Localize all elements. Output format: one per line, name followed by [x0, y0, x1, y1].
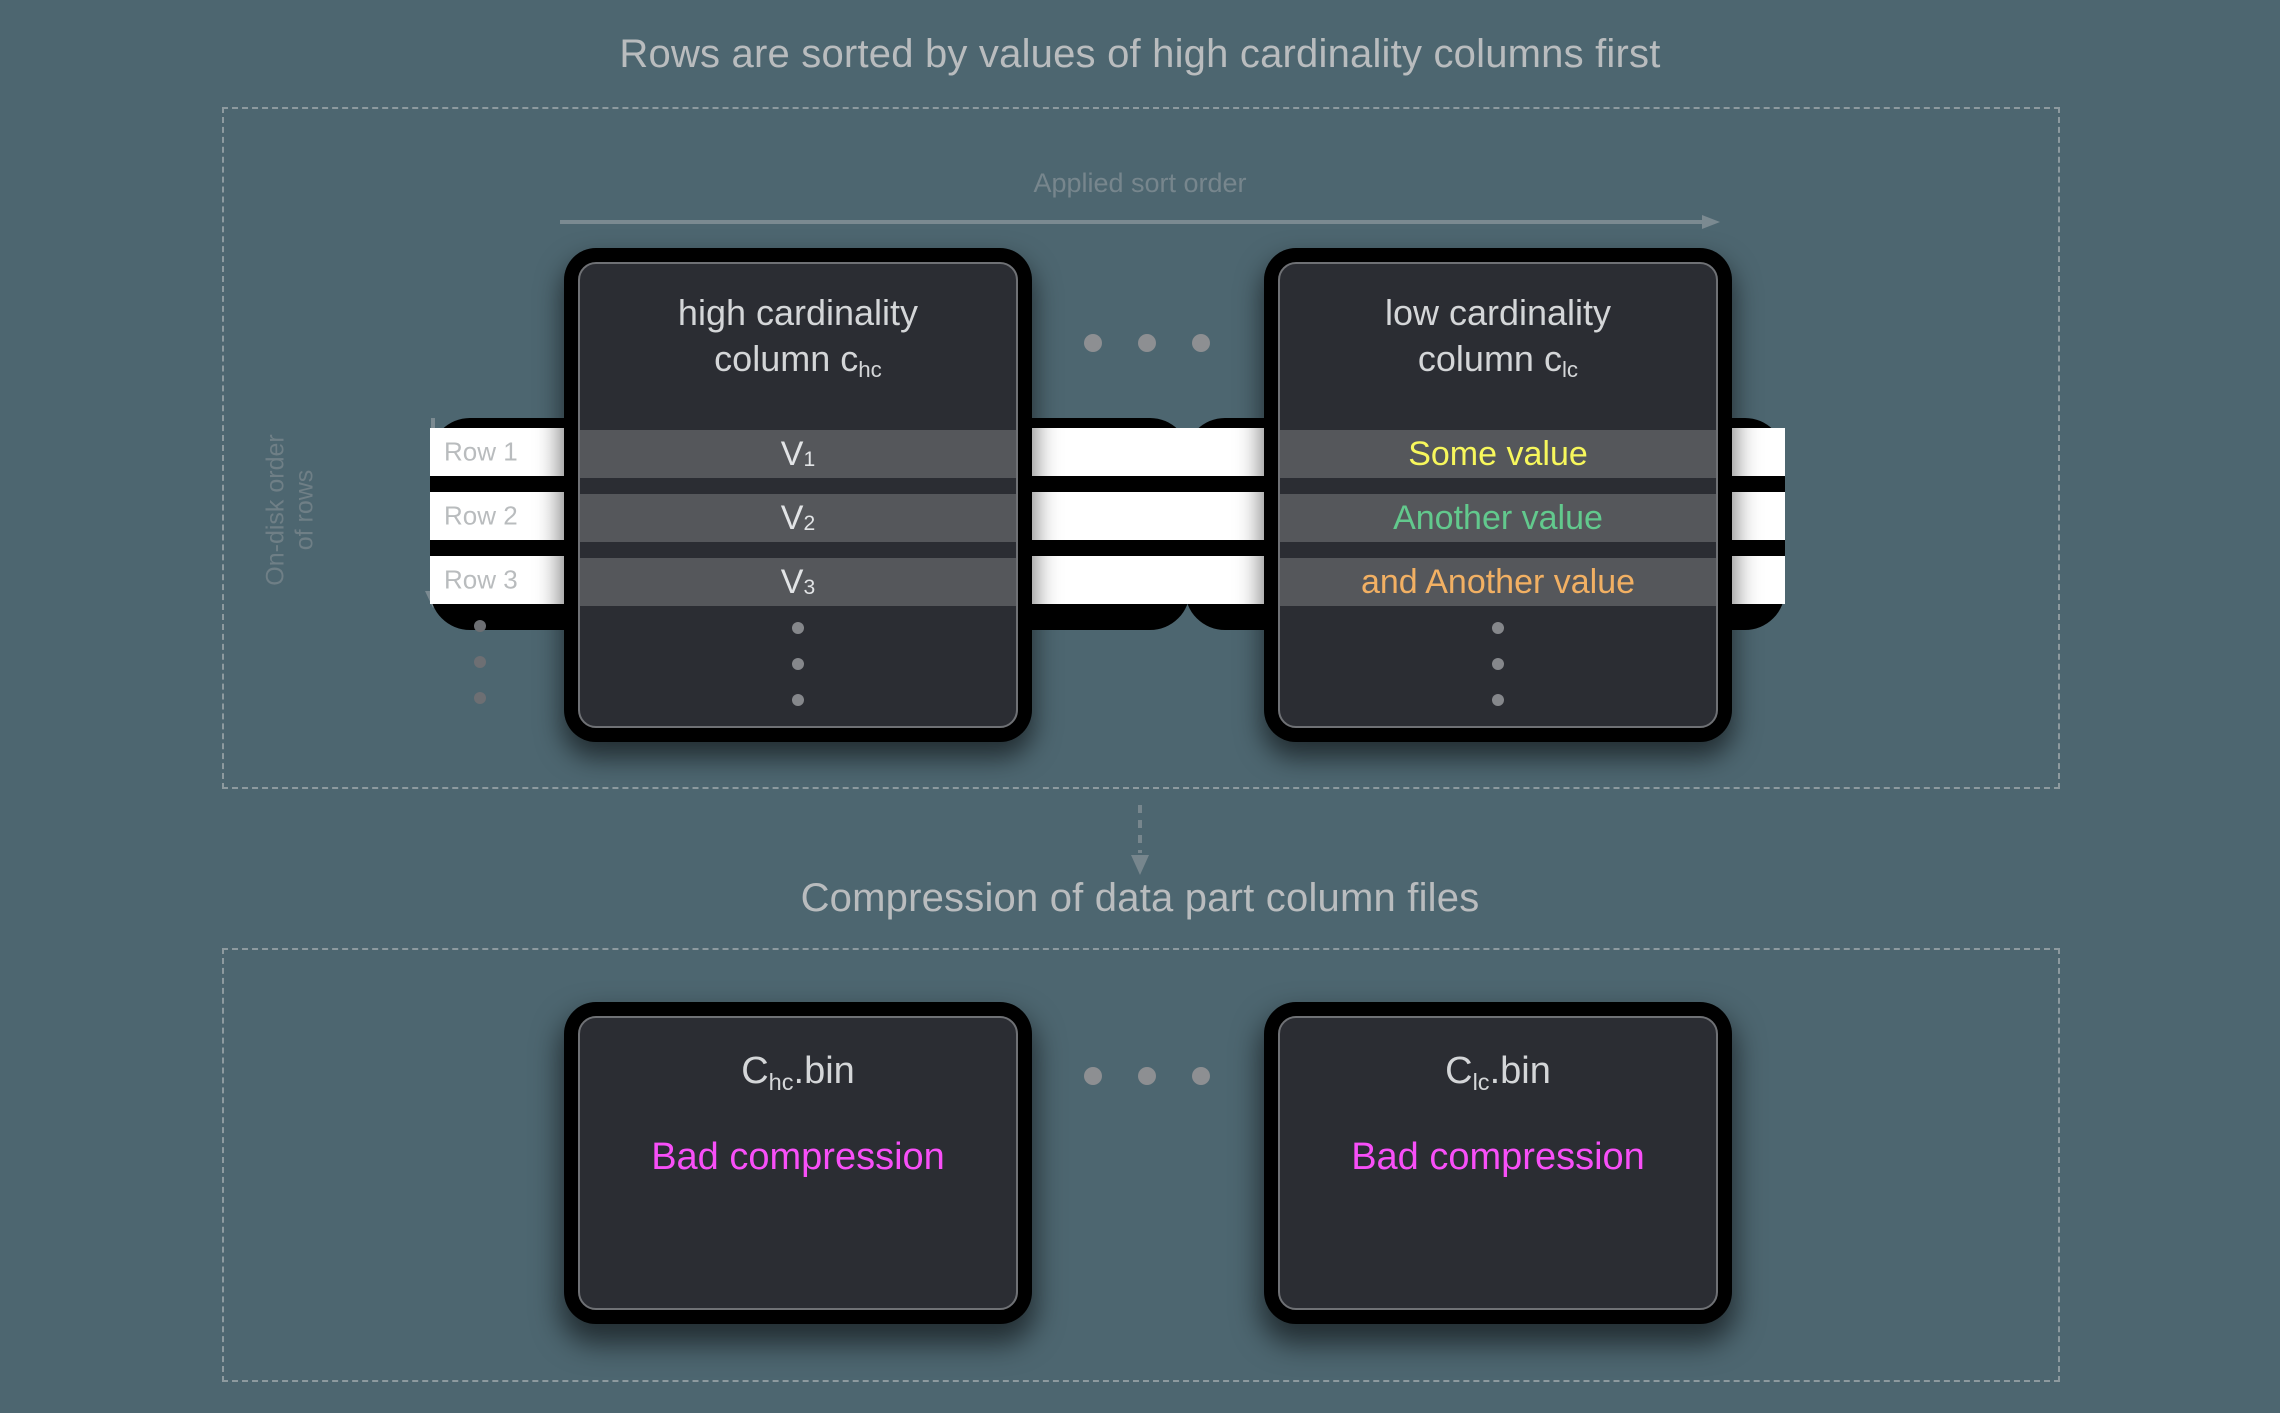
- horizontal-ellipsis-icon-top: [1084, 334, 1210, 352]
- column-vertical-ellipsis-icon: [1492, 622, 1504, 706]
- dot: [474, 692, 486, 704]
- column-card-heading: low cardinality column clc: [1280, 290, 1716, 382]
- dot: [792, 694, 804, 706]
- dot: [474, 620, 486, 632]
- file-name: Clc.bin: [1280, 1050, 1716, 1095]
- column-heading-subscript: lc: [1561, 357, 1579, 383]
- column-cell: Another value: [1280, 494, 1716, 542]
- dot: [1084, 334, 1102, 352]
- column-heading-line2: column chc: [580, 336, 1016, 382]
- on-disk-order-line1: On-disk order: [261, 434, 290, 586]
- applied-sort-order-arrow-icon: [560, 215, 1720, 229]
- row-label: Row 1: [444, 436, 518, 467]
- column-heading-line1: high cardinality: [677, 292, 919, 333]
- column-heading-line1: low cardinality: [1384, 292, 1612, 333]
- page-title-sort: Rows are sorted by values of high cardin…: [619, 32, 1661, 76]
- dot: [1084, 1067, 1102, 1085]
- column-card-heading: high cardinality column chc: [580, 290, 1016, 382]
- band-vertical-ellipsis-icon: [474, 620, 486, 704]
- compression-section-frame: [222, 948, 2060, 1382]
- applied-sort-order-label: Applied sort order: [1033, 168, 1247, 198]
- cell-value-subscript: 3: [803, 575, 816, 599]
- horizontal-ellipsis-icon-bottom: [1084, 1067, 1210, 1085]
- column-heading-subscript: hc: [858, 357, 882, 383]
- file-name-suffix: .bin: [1489, 1050, 1551, 1092]
- file-name-prefix: C: [741, 1050, 769, 1092]
- column-card-low-cardinality[interactable]: low cardinality column clc Some value An…: [1278, 262, 1718, 728]
- cell-value: V: [780, 562, 804, 601]
- dot: [1138, 1067, 1156, 1085]
- on-disk-order-label: On-disk order of rows: [261, 400, 319, 620]
- dot: [792, 658, 804, 670]
- cell-value: Another value: [1393, 498, 1603, 537]
- row-label: Row 2: [444, 500, 518, 531]
- dot: [1138, 334, 1156, 352]
- column-heading-prefix: column c: [1417, 338, 1562, 380]
- column-heading-line2: column clc: [1280, 336, 1716, 382]
- arrow-head: [1131, 855, 1149, 875]
- arrow-shaft: [560, 220, 1702, 224]
- file-name-prefix: C: [1445, 1050, 1473, 1092]
- cell-value-subscript: 1: [803, 447, 816, 471]
- row-label: Row 3: [444, 564, 518, 595]
- column-cell: and Another value: [1280, 558, 1716, 606]
- file-card-chc-bin[interactable]: Chc.bin Bad compression: [578, 1016, 1018, 1310]
- arrow-head: [1702, 215, 1720, 229]
- column-heading-prefix: column c: [714, 338, 859, 380]
- file-name-suffix: .bin: [793, 1050, 855, 1092]
- dot: [1492, 694, 1504, 706]
- dot: [792, 622, 804, 634]
- sort-section-frame: [222, 107, 2060, 789]
- dot: [1192, 334, 1210, 352]
- cell-value: and Another value: [1360, 562, 1636, 601]
- flow-down-arrow-icon: [1131, 805, 1149, 875]
- status-badge: Bad compression: [1351, 1136, 1645, 1178]
- arrow-shaft: [1138, 805, 1142, 853]
- dot: [1492, 658, 1504, 670]
- cell-value: Some value: [1408, 434, 1588, 473]
- on-disk-order-line2: of rows: [290, 469, 318, 551]
- dot: [1492, 622, 1504, 634]
- status-badge: Bad compression: [651, 1136, 945, 1178]
- dot: [474, 656, 486, 668]
- file-card-clc-bin[interactable]: Clc.bin Bad compression: [1278, 1016, 1718, 1310]
- file-name: Chc.bin: [580, 1050, 1016, 1095]
- column-vertical-ellipsis-icon: [792, 622, 804, 706]
- file-name-subscript: lc: [1472, 1068, 1490, 1095]
- cell-value-subscript: 2: [803, 511, 816, 535]
- column-cell: Some value: [1280, 430, 1716, 478]
- dot: [1192, 1067, 1210, 1085]
- cell-value: V: [780, 498, 804, 537]
- file-name-subscript: hc: [768, 1068, 794, 1095]
- page-title-compression: Compression of data part column files: [800, 876, 1480, 920]
- cell-value: V: [780, 434, 804, 473]
